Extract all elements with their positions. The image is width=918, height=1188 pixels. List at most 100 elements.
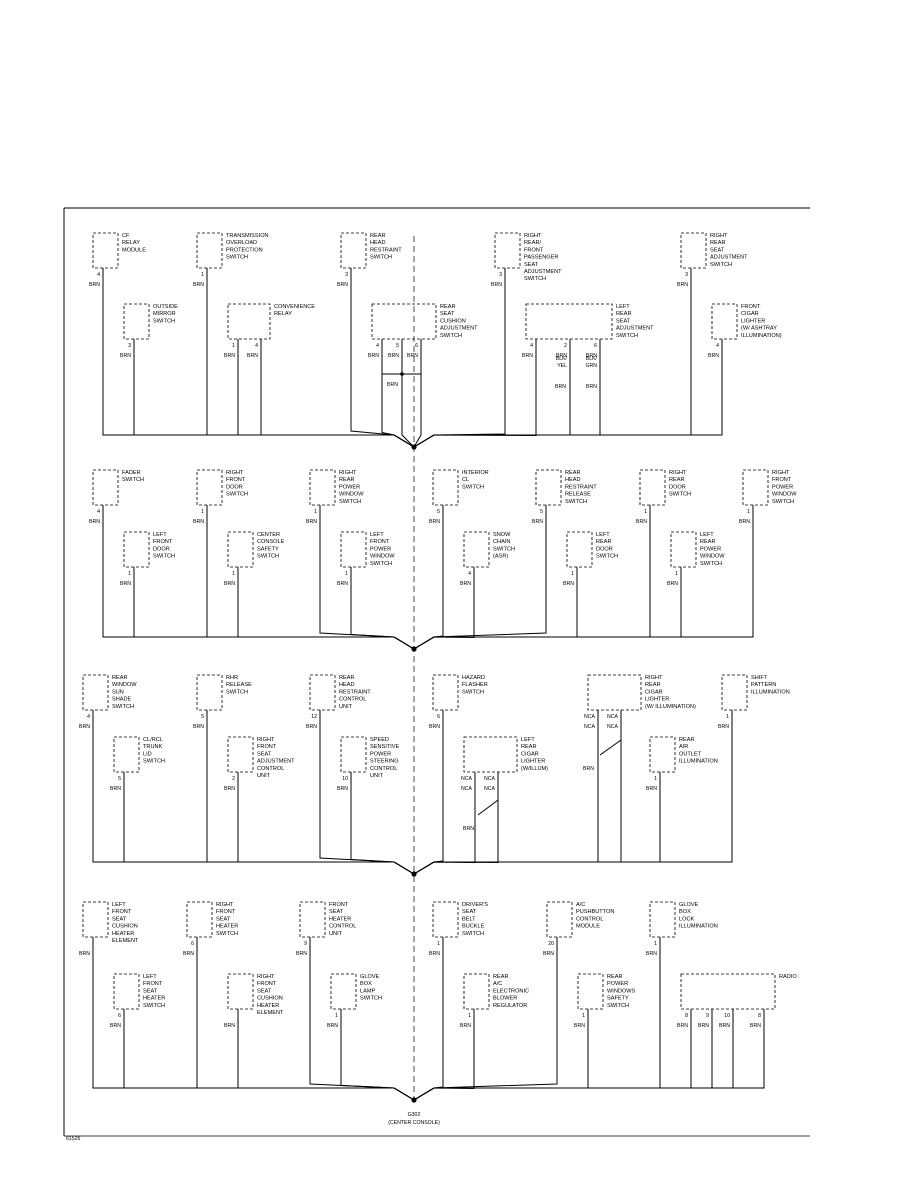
component-label: RIGHT	[339, 470, 357, 476]
component-label: DRIVER'S	[462, 902, 488, 908]
pin-number: 4	[468, 571, 471, 577]
component-label: REAR	[521, 744, 537, 750]
component-label: LIGHTER	[521, 759, 545, 765]
component-right-rear-cigar	[587, 674, 642, 711]
wire-rear-seat-cushion	[401, 339, 415, 448]
component-label: FRONT	[257, 981, 277, 987]
wire-color-label: YEL	[557, 363, 567, 369]
component-label: ADJUSTMENT	[616, 326, 654, 332]
component-left-front-seat-cushion-heater	[82, 901, 109, 938]
component-label: SEAT	[143, 988, 158, 994]
component-label: REAR	[607, 974, 623, 980]
component-label: SWITCH	[153, 554, 175, 560]
pin-number: 1	[201, 509, 204, 515]
component-label: REAR	[710, 240, 726, 246]
component-label: LEFT	[521, 737, 535, 743]
component-label: SWITCH	[153, 318, 175, 324]
component-label: LIGHTER	[645, 697, 669, 703]
component-label: WINDOW	[772, 492, 797, 498]
pin-number: 6	[191, 941, 194, 947]
wire-color-label: BRN	[327, 1023, 338, 1029]
wire-color-label: BRN	[739, 519, 750, 525]
pin-number: 4	[530, 343, 533, 349]
component-label: OUTSIDE	[153, 304, 178, 310]
component-label: LEFT	[596, 532, 610, 538]
component-label: HEAD	[339, 682, 355, 688]
component-label: SWITCH	[524, 276, 546, 282]
component-label: FRONT	[741, 304, 761, 310]
wire-color-label: NCA	[461, 786, 472, 792]
component-label: REGULATOR	[493, 1003, 527, 1009]
component-label: ELEMENT	[112, 938, 139, 944]
component-label: RHR	[226, 675, 238, 681]
component-label: REAR	[493, 974, 509, 980]
pin-number: 4	[87, 714, 90, 720]
component-rear-head-restraint-cu	[309, 674, 336, 711]
wire-color-label: BRN	[719, 1023, 730, 1029]
component-left-rear-seat-adj	[525, 303, 613, 340]
wire-color-label: BRN	[337, 581, 348, 587]
component-label: HEATER	[143, 996, 165, 1002]
component-label: CENTER	[257, 532, 280, 538]
component-label: UNIT	[339, 704, 353, 710]
component-label: (ASR)	[493, 554, 508, 560]
component-label: HEATER	[112, 931, 134, 937]
pin-number: 4	[97, 509, 100, 515]
component-left-front-seat-heater-switch	[113, 973, 140, 1010]
component-label: CONTROL	[257, 766, 284, 772]
component-label: HEATER	[216, 924, 238, 930]
component-label: RESTRAINT	[339, 689, 371, 695]
wire-front-cigar	[413, 339, 723, 448]
component-label: HEATER	[257, 1003, 279, 1009]
component-label: ELEMENT	[257, 1010, 284, 1016]
component-label: SWITCH	[710, 262, 732, 268]
component-label: SWITCH	[669, 492, 691, 498]
wire-color-label: BRN	[460, 581, 471, 587]
component-label: RELAY	[274, 311, 292, 317]
component-label: RIGHT	[710, 233, 728, 239]
component-label: FRONT	[153, 539, 173, 545]
component-label: FRONT	[226, 477, 246, 483]
component-label: POWER	[370, 546, 391, 552]
component-rear-seat-cushion	[371, 303, 437, 340]
component-label: SEAT	[462, 909, 477, 915]
component-label: CHAIN	[493, 539, 510, 545]
wire-color-label: BRN	[586, 353, 597, 359]
pin-number: 5	[396, 343, 399, 349]
component-label: GLOVE	[360, 974, 380, 980]
component-label: SEAT	[440, 311, 455, 317]
pin-number: 3	[128, 343, 131, 349]
pin-number: 1	[128, 571, 131, 577]
component-label: SEAT	[524, 262, 539, 268]
component-label: CF	[122, 233, 130, 239]
pin-number: NCA	[484, 776, 495, 782]
component-label: CONTROL	[339, 697, 366, 703]
pin-number: 1	[644, 509, 647, 515]
component-label: SHIFT	[751, 675, 768, 681]
component-drivers-belt-buckle	[432, 901, 459, 938]
pin-number: 10	[724, 1013, 730, 1019]
component-rear-power-windows-safety	[577, 973, 604, 1010]
component-rear-head-restraint-1	[340, 232, 367, 269]
pin-number: 6	[594, 343, 597, 349]
component-label: REAR	[616, 311, 632, 317]
component-label: SEAT	[216, 916, 231, 922]
ground-location: (CENTER CONSOLE)	[388, 1120, 440, 1126]
figure-code: 61526	[66, 1136, 81, 1142]
component-right-rear-front-pass	[494, 232, 521, 269]
component-label: HEATER	[329, 916, 351, 922]
component-right-front-seat-heater-switch	[186, 901, 213, 938]
component-label: POWER	[772, 484, 793, 490]
wire-color-label: BRN	[110, 786, 121, 792]
component-left-rear-power-window	[670, 531, 697, 568]
component-label: SAFETY	[257, 546, 279, 552]
pin-number: 1	[232, 343, 235, 349]
wire-color-label: BRN	[224, 786, 235, 792]
component-label: FRONT	[257, 744, 277, 750]
wire-color-label: BRN	[89, 519, 100, 525]
component-front-seat-heater-cu	[299, 901, 326, 938]
component-label: SNOW	[493, 532, 511, 538]
pin-number: 8	[685, 1013, 688, 1019]
component-label: ELECTRONIC	[493, 988, 529, 994]
wire-shift-pattern	[413, 710, 733, 875]
